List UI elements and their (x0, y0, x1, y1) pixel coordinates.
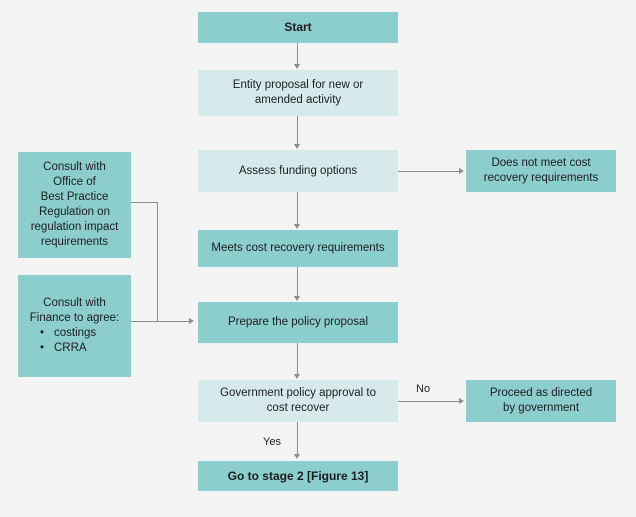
arrowhead-meets-to-prepare (294, 296, 300, 301)
list-item: CRRA (40, 341, 96, 356)
edge-entity-proposal-to-assess (297, 116, 298, 145)
node-go-to-stage-2-label: Go to stage 2 [Figure 13] (227, 468, 369, 483)
node-meets-cost-recovery-requirements[interactable]: Meets cost recovery requirements (198, 230, 398, 267)
node-consult-obpr[interactable]: Consult with Office of Best Practice Reg… (18, 152, 131, 258)
node-go-to-stage-2[interactable]: Go to stage 2 [Figure 13] (198, 461, 398, 491)
node-consult-obpr-label: Consult with Office of Best Practice Reg… (30, 161, 119, 248)
arrowhead-prepare-to-approval (294, 374, 300, 379)
node-consult-finance[interactable]: Consult with Finance to agree: costings … (18, 275, 131, 377)
node-does-not-meet-requirements[interactable]: Does not meet cost recovery requirements (466, 150, 616, 192)
list-item: costings (40, 326, 96, 341)
node-assess-funding-options[interactable]: Assess funding options (198, 150, 398, 192)
edge-approval-yes-to-stage2 (297, 422, 298, 455)
node-does-not-meet-requirements-label: Does not meet cost recovery requirements (483, 157, 599, 184)
node-consult-finance-heading: Consult with Finance to agree: (29, 297, 120, 324)
node-consult-finance-list: costings CRRA (26, 326, 96, 356)
node-prepare-policy-proposal-label: Prepare the policy proposal (228, 316, 368, 328)
edge-label-no: No (416, 383, 431, 395)
node-government-policy-approval[interactable]: Government policy approval to cost recov… (198, 380, 398, 422)
edge-start-to-entity-proposal (297, 43, 298, 65)
edge-prepare-to-approval (297, 343, 298, 375)
arrowhead-consult-to-prepare (189, 318, 194, 324)
node-start[interactable]: Start (198, 12, 398, 43)
arrowhead-entity-proposal-to-assess (294, 144, 300, 149)
node-assess-funding-options-label: Assess funding options (238, 164, 358, 177)
arrowhead-assess-to-does-not-meet (459, 168, 464, 174)
node-proceed-as-directed-label: Proceed as directed by government (489, 387, 593, 414)
edge-assess-to-meets (297, 192, 298, 225)
edge-approval-no-to-proceed (398, 401, 460, 402)
edge-consult-obpr-vertical (157, 202, 158, 321)
node-entity-proposal-label: Entity proposal for new or amended activ… (232, 79, 364, 106)
arrowhead-approval-yes-to-stage2 (294, 454, 300, 459)
edge-label-yes: Yes (263, 436, 281, 448)
edge-assess-to-does-not-meet (398, 171, 460, 172)
arrowhead-approval-no-to-proceed (459, 398, 464, 404)
edge-meets-to-prepare (297, 267, 298, 297)
node-start-label: Start (284, 20, 312, 34)
edge-consult-obpr-horizontal (131, 202, 158, 203)
edge-consult-finance-horizontal (131, 321, 191, 322)
arrowhead-start-to-entity-proposal (294, 64, 300, 69)
node-prepare-policy-proposal[interactable]: Prepare the policy proposal (198, 302, 398, 343)
node-meets-cost-recovery-requirements-label: Meets cost recovery requirements (211, 242, 385, 254)
node-entity-proposal[interactable]: Entity proposal for new or amended activ… (198, 70, 398, 116)
arrowhead-assess-to-meets (294, 224, 300, 229)
node-government-policy-approval-label: Government policy approval to cost recov… (220, 387, 376, 414)
node-proceed-as-directed[interactable]: Proceed as directed by government (466, 380, 616, 422)
